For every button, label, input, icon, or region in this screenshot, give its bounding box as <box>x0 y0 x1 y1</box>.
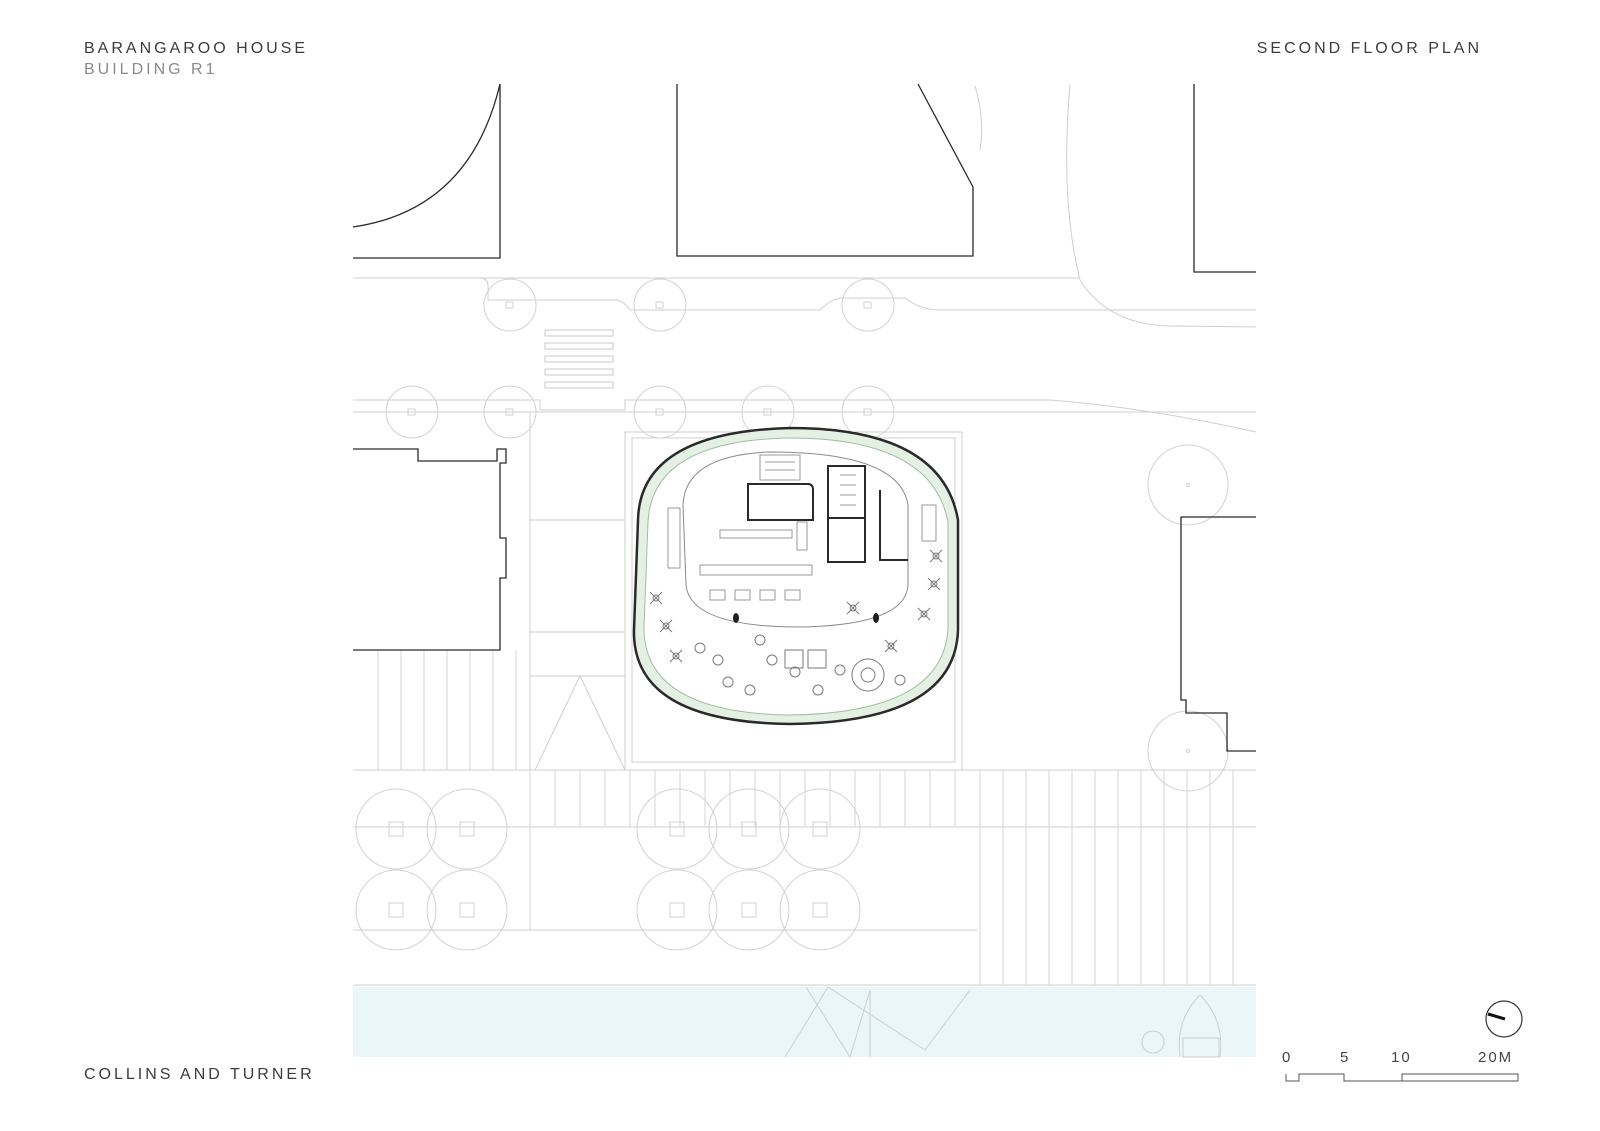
north-arrow-icon <box>1485 1000 1523 1038</box>
core-details <box>667 454 937 601</box>
scale-label-5: 5 <box>1340 1049 1351 1066</box>
project-subtitle: BUILDING R1 <box>84 61 218 78</box>
trees <box>355 278 1229 951</box>
water-area <box>353 987 1256 1057</box>
paving-lines <box>377 650 1234 985</box>
interior-core-outline <box>682 451 909 628</box>
scale-label-0: 0 <box>1282 1049 1293 1066</box>
balcony-inner-edge <box>643 437 949 716</box>
architect-name: COLLINS AND TURNER <box>84 1066 315 1083</box>
project-title: BARANGAROO HOUSE <box>84 40 309 57</box>
crosswalk <box>544 329 614 389</box>
core-walls <box>747 465 908 563</box>
scale-bar <box>1285 1073 1519 1082</box>
sheet-title: SECOND FLOOR PLAN <box>1256 40 1482 57</box>
scale-label-10: 10 <box>1391 1049 1412 1066</box>
site-context-lines <box>353 83 1257 1059</box>
scale-label-20m: 20M <box>1478 1049 1514 1066</box>
columns <box>733 613 879 623</box>
neighbouring-buildings <box>352 83 1256 752</box>
furniture <box>649 549 943 696</box>
